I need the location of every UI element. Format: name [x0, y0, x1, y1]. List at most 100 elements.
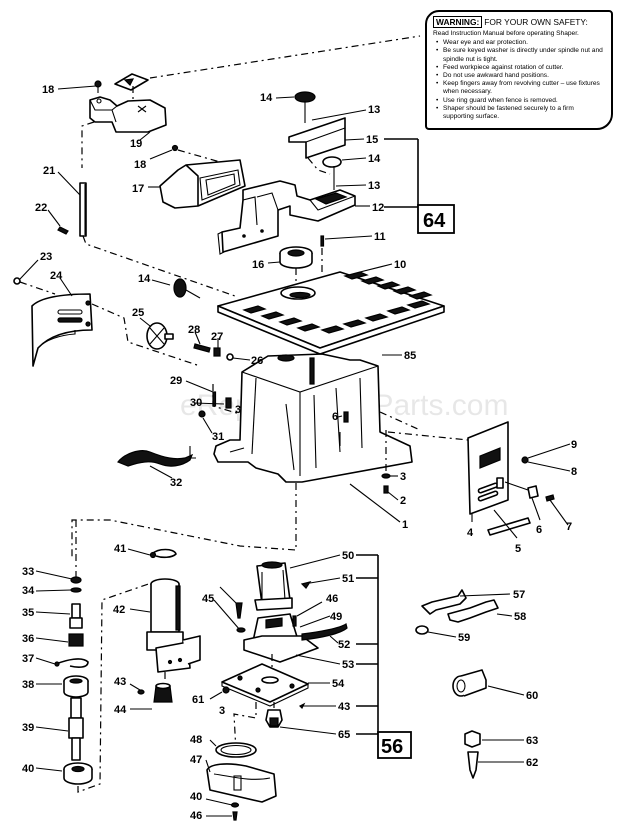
- part-dust-chute-17[interactable]: [148, 159, 246, 209]
- callout-16: 16: [252, 259, 264, 271]
- part-screw-46a[interactable]: [292, 601, 323, 627]
- part-collar-36[interactable]: [35, 633, 84, 647]
- callout-51: 51: [342, 573, 354, 585]
- part-switch-plate-4[interactable]: [467, 421, 509, 522]
- part-table-10[interactable]: [217, 263, 445, 355]
- callout-17: 17: [132, 183, 144, 195]
- part-nut-63[interactable]: [464, 730, 524, 748]
- part-nut-33[interactable]: [35, 570, 82, 584]
- part-motor-plate-54[interactable]: [221, 663, 330, 707]
- callout-43b: 43: [338, 701, 350, 713]
- part-motor-pulley-65[interactable]: [265, 702, 337, 735]
- callout-48: 48: [190, 734, 202, 746]
- part-retaining-ring-41[interactable]: [127, 548, 177, 559]
- part-belt-48[interactable]: [209, 739, 257, 758]
- callout-39: 39: [22, 722, 34, 734]
- callout-7: 7: [566, 521, 572, 533]
- callout-53: 53: [342, 659, 354, 671]
- assembly-line: [77, 579, 161, 793]
- callout-65: 65: [338, 729, 350, 741]
- part-washer-59[interactable]: [415, 625, 457, 638]
- part-key-5[interactable]: [487, 509, 531, 539]
- callout-2: 2: [400, 495, 406, 507]
- part-knob-14a[interactable]: [275, 91, 316, 123]
- part-screw-18b[interactable]: [149, 144, 221, 163]
- callout-6b: 6: [536, 524, 542, 536]
- part-pin-11[interactable]: [320, 235, 373, 274]
- part-nut-2[interactable]: [383, 485, 399, 501]
- part-knob-14b[interactable]: [322, 156, 367, 190]
- part-washer-8[interactable]: [527, 461, 571, 472]
- part-wrench-58[interactable]: [447, 599, 513, 623]
- part-screw-23[interactable]: [13, 259, 56, 295]
- callout-26: 26: [251, 355, 263, 367]
- part-screw-45[interactable]: [213, 586, 246, 633]
- assembly-line: [82, 235, 236, 297]
- part-motor-50[interactable]: [254, 554, 341, 611]
- part-spindle-tip-62[interactable]: [467, 751, 524, 779]
- part-screw-7[interactable]: [545, 494, 569, 526]
- part-washer-49[interactable]: [299, 615, 331, 628]
- part-knob-14c[interactable]: [151, 278, 201, 299]
- part-belt-guard-24[interactable]: [31, 277, 93, 367]
- leader-13b: [335, 184, 367, 187]
- callout-35: 35: [22, 607, 34, 619]
- part-spindle-shaft-39[interactable]: [35, 697, 84, 761]
- part-spindle-adapter-60[interactable]: [452, 669, 525, 697]
- callout-13b: 13: [368, 180, 380, 192]
- part-switch-6b[interactable]: [504, 481, 541, 521]
- part-base-casting-1[interactable]: [213, 353, 413, 523]
- part-switch-box-29[interactable]: [185, 380, 241, 415]
- part-switch-30[interactable]: [193, 397, 232, 409]
- group-label-56[interactable]: 56: [377, 731, 412, 759]
- part-wrench-57[interactable]: [421, 589, 511, 615]
- part-retaining-ring-37[interactable]: [35, 657, 89, 668]
- part-collar-27[interactable]: [213, 338, 221, 357]
- warning-item: Keep fingers away from revolving cutter …: [436, 80, 605, 96]
- part-washer-40b[interactable]: [205, 798, 240, 808]
- part-screw-43b[interactable]: [298, 702, 336, 710]
- callout-24: 24: [50, 270, 63, 282]
- part-guard-cover-19[interactable]: [89, 96, 167, 141]
- callout-11: 11: [374, 231, 386, 243]
- part-belt-52[interactable]: [301, 623, 348, 644]
- callout-40b: 40: [190, 791, 202, 803]
- part-shaft-28[interactable]: [193, 331, 211, 353]
- warning-item: Use ring guard when fence is removed.: [436, 97, 605, 105]
- part-motor-mount-53[interactable]: [243, 613, 341, 665]
- part-screw-43a[interactable]: [129, 683, 145, 695]
- part-washer-26[interactable]: [226, 353, 251, 361]
- part-handwheel-25[interactable]: [139, 317, 174, 350]
- part-pulley-44[interactable]: [130, 672, 173, 710]
- part-belt-guard-47[interactable]: [205, 759, 277, 803]
- part-screw-31[interactable]: [198, 410, 213, 434]
- part-bearing-38[interactable]: [36, 675, 89, 698]
- part-spindle-35[interactable]: [35, 603, 83, 629]
- assembly-line: [71, 483, 297, 560]
- part-ring-guard-16[interactable]: [267, 246, 313, 290]
- part-washer-34[interactable]: [35, 587, 82, 593]
- callout-30: 30: [190, 397, 202, 409]
- group-label-64[interactable]: 64: [417, 204, 455, 234]
- part-bearing-40a[interactable]: [35, 762, 93, 785]
- callout-28: 28: [188, 324, 200, 336]
- part-spindle-housing-42[interactable]: [129, 578, 201, 673]
- part-cord-32[interactable]: [117, 446, 196, 479]
- part-screw-6a[interactable]: [337, 415, 343, 418]
- part-fence-base-12[interactable]: [217, 180, 370, 255]
- part-fence-15[interactable]: [288, 117, 365, 159]
- part-screw-9[interactable]: [521, 443, 571, 464]
- callout-45: 45: [202, 593, 214, 605]
- part-screw-18[interactable]: [57, 80, 102, 93]
- part-screw-46b[interactable]: [206, 811, 238, 821]
- callout-46a: 46: [326, 593, 338, 605]
- assembly-line: [81, 121, 95, 168]
- part-hinge-pin-21[interactable]: [57, 171, 87, 237]
- callout-37: 37: [22, 653, 34, 665]
- part-spring-22[interactable]: [47, 209, 69, 235]
- part-washer-3b[interactable]: [381, 473, 398, 479]
- callout-61: 61: [192, 694, 204, 706]
- part-motor-cover-51[interactable]: [300, 577, 341, 589]
- part-screw-61[interactable]: [209, 686, 230, 700]
